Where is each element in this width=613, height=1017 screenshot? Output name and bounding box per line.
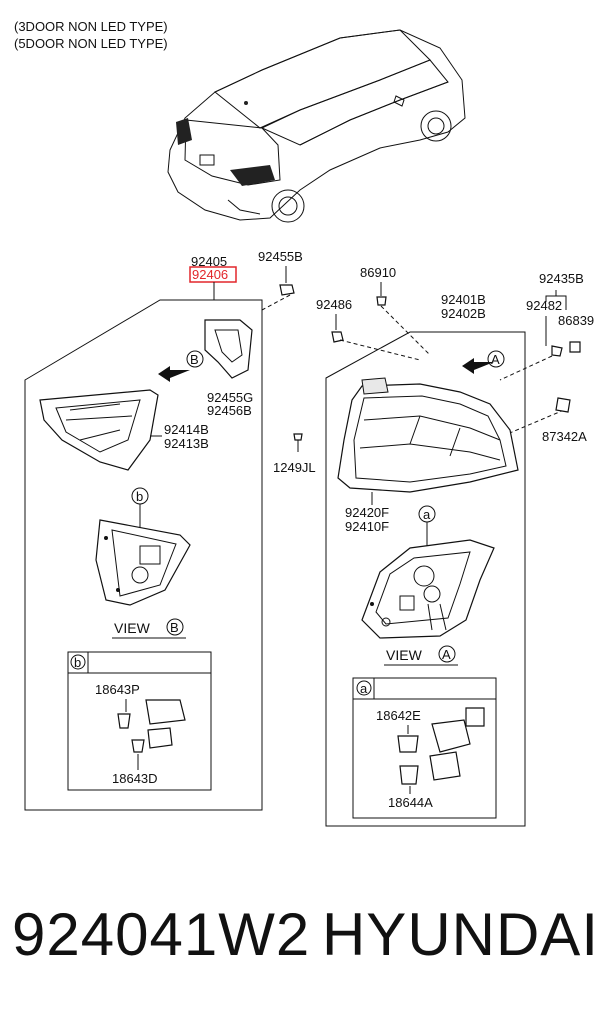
- highlight-box-92406: [189, 266, 237, 283]
- header-line-2: (5DOOR NON LED TYPE): [14, 36, 168, 51]
- rear-housing-view-B: [95, 519, 191, 606]
- lamp-assembly-92414B: [39, 389, 159, 471]
- label-92401B: 92401B: [441, 292, 486, 307]
- label-92402B: 92402B: [441, 306, 486, 321]
- view-B-label: VIEW: [114, 620, 151, 636]
- label-92435B: 92435B: [539, 271, 584, 286]
- footer-brand: HYUNDAI: [321, 901, 599, 968]
- lamp-assembly-92401B: [337, 377, 519, 493]
- socket-a-top: [431, 719, 471, 753]
- bulb-18642E: [397, 735, 419, 753]
- detail-box-a: [352, 677, 497, 819]
- label-87342A: 87342A: [542, 429, 587, 444]
- label-18642E: 18642E: [376, 708, 421, 723]
- label-86910: 86910: [360, 265, 396, 280]
- marker-a-box: a: [360, 681, 368, 696]
- bulb-18643P: [117, 713, 131, 729]
- bulb-18644A: [399, 765, 419, 785]
- header-line-1: (3DOOR NON LED TYPE): [14, 19, 168, 34]
- label-92482: 92482: [526, 298, 562, 313]
- label-92486: 92486: [316, 297, 352, 312]
- label-92414B: 92414B: [164, 422, 209, 437]
- connector-a: [465, 707, 485, 727]
- clip-92455B: [279, 284, 295, 296]
- gasket-92455G: [204, 319, 253, 379]
- label-92410F: 92410F: [345, 519, 389, 534]
- marker-a-top: a: [423, 507, 431, 522]
- label-18644A: 18644A: [388, 795, 433, 810]
- label-92406-highlighted: 92406: [192, 267, 228, 282]
- label-92420F: 92420F: [345, 505, 389, 520]
- marker-B-top: B: [190, 352, 199, 367]
- marker-A-view: A: [442, 647, 451, 662]
- nut-92486: [331, 331, 344, 343]
- footer: 924041W2 HYUNDAI: [0, 895, 613, 975]
- bulb-18643D: [131, 739, 145, 753]
- screw-1249JL: [293, 433, 303, 441]
- car-illustration: [167, 29, 466, 223]
- label-92413B: 92413B: [164, 436, 209, 451]
- footer-part-number: 924041W2: [12, 901, 311, 968]
- label-1249JL: 1249JL: [273, 460, 316, 475]
- marker-b-top: b: [136, 489, 143, 504]
- rear-housing-view-A: [361, 539, 495, 639]
- marker-B-view: B: [170, 620, 179, 635]
- clip-86839: [569, 341, 581, 353]
- marker-A-top: A: [491, 352, 500, 367]
- view-arrow-A: [462, 358, 494, 374]
- label-92456B: 92456B: [207, 403, 252, 418]
- screw-87342A: [555, 397, 571, 413]
- label-86839: 86839: [558, 313, 594, 328]
- socket-b-top: [145, 699, 186, 725]
- left-group-box: [24, 299, 263, 811]
- socket-b-bottom: [147, 727, 173, 749]
- label-92405: 92405: [191, 254, 227, 269]
- right-group-box: [325, 331, 526, 827]
- view-A-label: VIEW: [386, 647, 423, 663]
- clip-86910: [376, 296, 387, 306]
- label-18643D: 18643D: [112, 771, 158, 786]
- label-92455B: 92455B: [258, 249, 303, 264]
- nut-92482: [551, 345, 563, 357]
- label-92455G: 92455G: [207, 390, 253, 405]
- label-18643P: 18643P: [95, 682, 140, 697]
- marker-b-box: b: [74, 655, 81, 670]
- view-arrow-B: [158, 366, 190, 382]
- detail-box-b: [67, 651, 212, 791]
- socket-a-bottom: [429, 751, 461, 781]
